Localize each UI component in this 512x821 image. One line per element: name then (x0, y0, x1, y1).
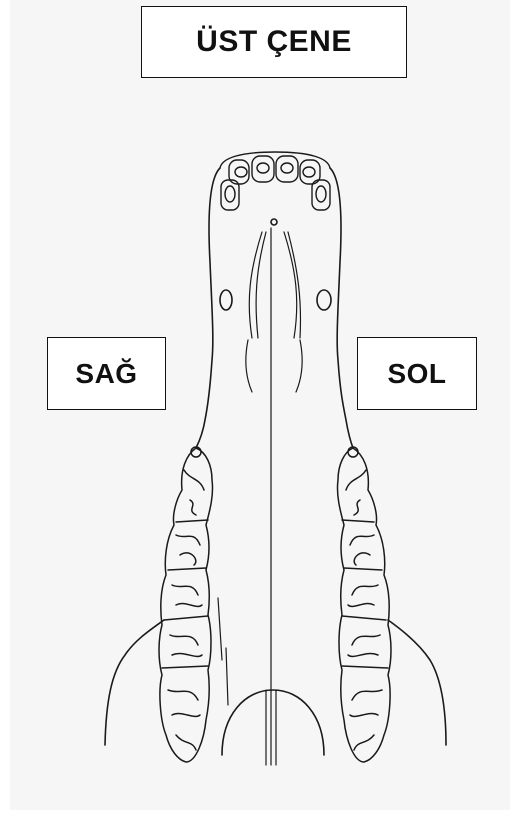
palate-outline-right (330, 168, 353, 448)
cheek-left (388, 620, 446, 745)
mark-1 (218, 598, 222, 660)
mark-2 (226, 648, 228, 705)
incisor-teeth (220, 152, 330, 210)
upper-jaw-label: ÜST ÇENE (141, 6, 407, 78)
cheek-right (105, 620, 164, 745)
right-molar-row (159, 447, 213, 762)
left-molar-row (337, 447, 391, 762)
right-side-label: SAĞ (47, 337, 166, 410)
palatal-ridges (246, 232, 302, 392)
palate-outline (196, 168, 220, 448)
foramen-left (317, 290, 331, 310)
incisive-papilla (271, 219, 277, 225)
foramen-right (220, 290, 232, 310)
posterior-arch (222, 690, 324, 755)
left-side-label: SOL (357, 337, 477, 410)
